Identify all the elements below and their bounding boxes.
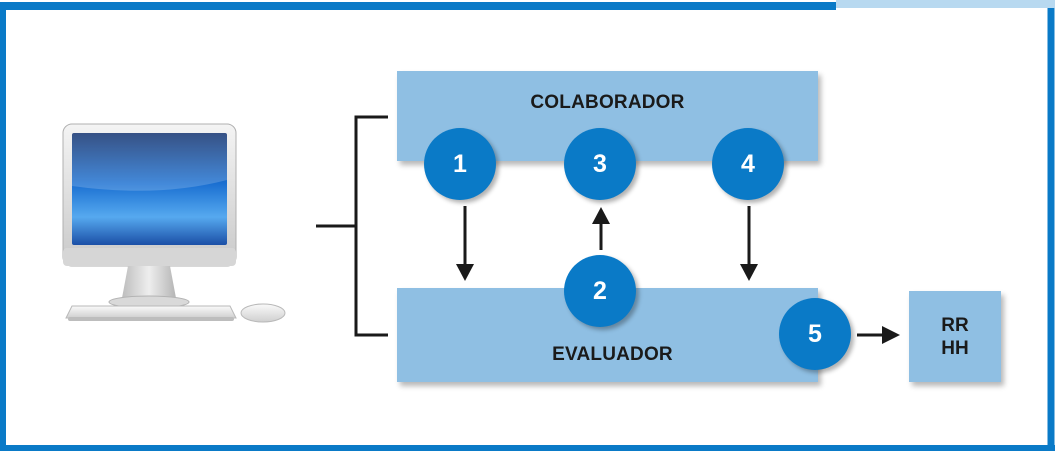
desktop-computer-icon: [62, 123, 286, 323]
evaluador-box: EVALUADOR: [397, 288, 818, 382]
step-3-badge: 3: [564, 128, 636, 200]
rrhh-box: RR HH: [909, 291, 1001, 382]
colaborador-label: COLABORADOR: [530, 92, 685, 113]
step-5-badge: 5: [779, 298, 851, 370]
step-1-badge: 1: [424, 128, 496, 200]
rrhh-label-line-2: HH: [941, 338, 969, 359]
evaluador-label: EVALUADOR: [552, 344, 673, 365]
step-2-badge: 2: [564, 255, 636, 327]
bracket-connector: [354, 115, 388, 337]
step-4-badge: 4: [712, 128, 784, 200]
rrhh-label-line-1: RR: [941, 315, 969, 336]
